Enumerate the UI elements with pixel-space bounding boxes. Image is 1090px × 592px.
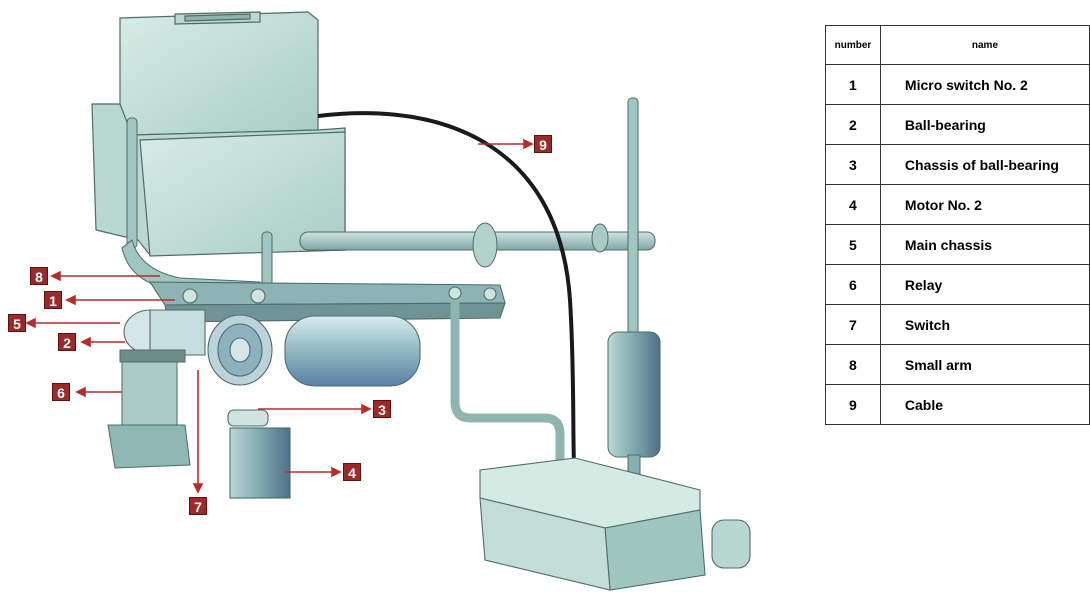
- callout-5: 5: [8, 314, 26, 332]
- row-number: 3: [825, 144, 881, 185]
- callout-9: 9: [534, 135, 552, 153]
- row-name: Chassis of ball-bearing: [879, 144, 1090, 185]
- left-tubes: [121, 117, 273, 293]
- header-number: number: [825, 25, 881, 65]
- row-name: Relay: [879, 264, 1090, 305]
- callout-4: 4: [343, 463, 361, 481]
- row-number: 8: [825, 344, 881, 385]
- motor-assembly: [123, 309, 421, 499]
- table-header-row: number name: [825, 25, 1090, 65]
- row-name: Main chassis: [879, 224, 1090, 265]
- row-number: 1: [825, 64, 881, 105]
- callout-2: 2: [58, 333, 76, 351]
- right-pole: [607, 97, 661, 496]
- upper-rod: [299, 222, 656, 268]
- row-name: Ball-bearing: [879, 104, 1090, 145]
- row-number: 4: [825, 184, 881, 225]
- machine-illustration: [25, 11, 751, 591]
- pipe: [450, 300, 565, 470]
- callout-6: 6: [52, 383, 70, 401]
- row-number: 7: [825, 304, 881, 345]
- relay: [107, 349, 191, 469]
- row-name: Micro switch No. 2: [879, 64, 1090, 105]
- callout-3: 3: [373, 400, 391, 418]
- top-box: [91, 11, 346, 257]
- header-name: name: [879, 25, 1090, 65]
- row-number: 9: [825, 384, 881, 425]
- row-number: 5: [825, 224, 881, 265]
- callout-arrows: [25, 138, 534, 494]
- row-name: Cable: [879, 384, 1090, 425]
- callout-1: 1: [44, 291, 62, 309]
- cable: [317, 111, 577, 491]
- callout-7: 7: [189, 497, 207, 515]
- row-name: Motor No. 2: [879, 184, 1090, 225]
- base-block: [479, 457, 751, 591]
- row-name: Small arm: [879, 344, 1090, 385]
- row-name: Switch: [879, 304, 1090, 345]
- row-number: 2: [825, 104, 881, 145]
- row-number: 6: [825, 264, 881, 305]
- callout-8: 8: [30, 267, 48, 285]
